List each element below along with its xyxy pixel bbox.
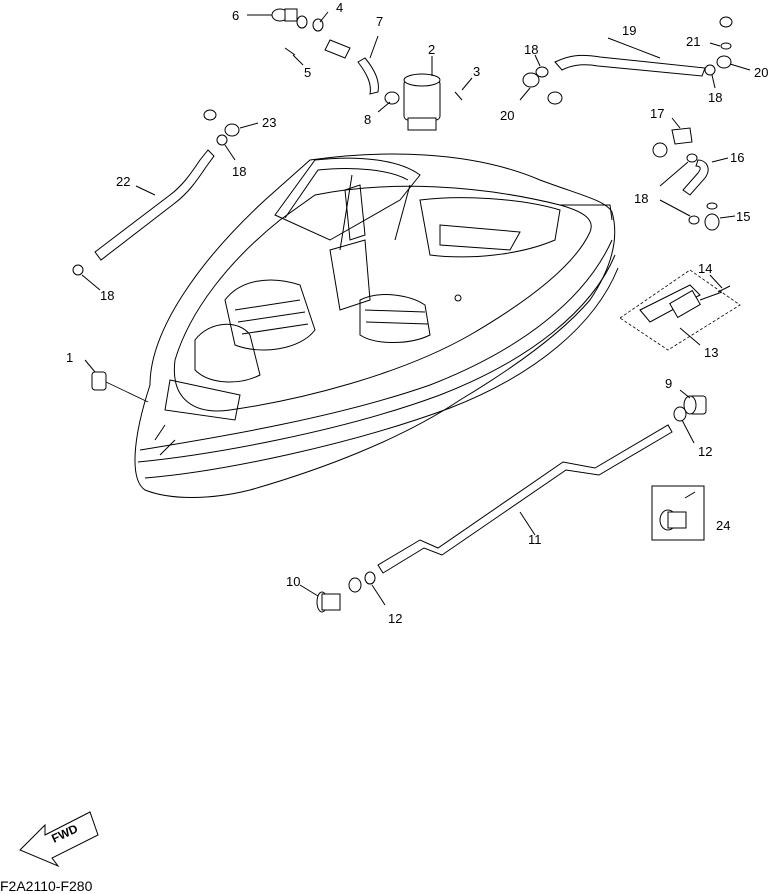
- callout-23: 23: [262, 115, 276, 130]
- callout-11: 11: [528, 532, 542, 547]
- diagram-code: F2A2110-F280: [0, 878, 93, 894]
- callout-18-b: 18: [708, 90, 722, 105]
- part-12-nut-b: [348, 571, 386, 606]
- callout-4: 4: [336, 0, 343, 15]
- part-19-hose: [554, 37, 706, 77]
- callout-3: 3: [473, 64, 480, 79]
- boat-hull: [134, 153, 619, 498]
- callout-19: 19: [622, 23, 636, 38]
- part-7-hose: [324, 35, 379, 95]
- callout-18-a: 18: [524, 42, 538, 57]
- callout-18-d: 18: [100, 288, 114, 303]
- part-23-fitting: [203, 109, 259, 137]
- callout-16: 16: [730, 150, 744, 165]
- callout-24: 24: [716, 518, 730, 533]
- callout-9: 9: [665, 376, 672, 391]
- callout-18-c: 18: [232, 164, 246, 179]
- part-11-pipe: [377, 424, 673, 574]
- callout-15: 15: [736, 209, 750, 224]
- part-21-cap: [709, 16, 733, 50]
- callout-1: 1: [66, 350, 73, 365]
- part-18-clamp-b: [704, 64, 716, 89]
- callout-13: 13: [704, 345, 718, 360]
- part-4-washers: [296, 11, 329, 32]
- part-18-clamp-a: [534, 54, 549, 78]
- part-10-drain-plug: [299, 584, 341, 613]
- callout-7: 7: [376, 14, 383, 29]
- forward-arrow-icon: FWD: [19, 811, 99, 868]
- callout-2: 2: [428, 42, 435, 57]
- callout-10: 10: [286, 574, 300, 589]
- part-13-bracket-assembly: [619, 269, 741, 351]
- part-20-grommet-b: [716, 55, 751, 71]
- part-14-screw: [709, 274, 731, 293]
- part-20-grommet-a: [519, 72, 563, 105]
- part-18-clamp-d: [72, 264, 101, 291]
- callout-17: 17: [650, 106, 664, 121]
- part-1-grommet: [84, 359, 149, 403]
- callout-6: 6: [232, 8, 239, 23]
- callout-22: 22: [116, 174, 130, 189]
- callout-20-b: 20: [754, 65, 768, 80]
- part-2-filter: [403, 56, 441, 131]
- callout-12-a: 12: [698, 444, 712, 459]
- part-18-clamp-e: [659, 153, 700, 225]
- callout-21: 21: [686, 34, 700, 49]
- part-18-clamp-c: [216, 134, 236, 161]
- part-9-fitting: [679, 389, 707, 415]
- part-16-hose: [682, 157, 729, 196]
- part-12-nut-a: [673, 406, 695, 444]
- part-5-clip: [284, 47, 304, 66]
- part-8-clamp: [377, 91, 400, 113]
- callout-8: 8: [364, 112, 371, 127]
- callout-20-a: 20: [500, 108, 514, 123]
- part-22-hose: [94, 149, 215, 261]
- part-15-grommet: [704, 202, 736, 231]
- part-6-plug: [247, 8, 298, 22]
- part-24-inset: [651, 485, 705, 541]
- callout-14: 14: [698, 261, 712, 276]
- callout-12-b: 12: [388, 611, 402, 626]
- part-3-screw: [454, 77, 473, 101]
- callout-18-e: 18: [634, 191, 648, 206]
- part-17-fitting: [652, 117, 693, 158]
- callout-5: 5: [304, 65, 311, 80]
